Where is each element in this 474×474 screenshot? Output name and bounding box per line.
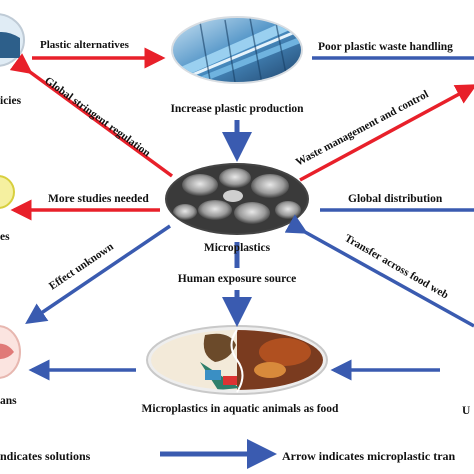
- arrow-transfer-food-web: [284, 214, 474, 328]
- label-global-distribution: Global distribution: [348, 193, 443, 205]
- microplastics-image: [165, 163, 309, 235]
- label-increase-production: Increase plastic production: [170, 103, 304, 115]
- label-poor-waste-handling: Poor plastic waste handling: [318, 41, 453, 53]
- arrow-waste-management: [299, 84, 474, 182]
- label-global-regulation: Global stringent regulation: [42, 75, 152, 160]
- arrow-global-regulation: [9, 53, 174, 178]
- label-human-exposure: Human exposure source: [178, 273, 296, 285]
- label-transfer-food-web: Transfer across food web: [343, 232, 451, 301]
- humans-image: [0, 325, 21, 379]
- label-more-studies: More studies needed: [48, 193, 149, 205]
- studies-image: [0, 175, 15, 209]
- label-plastic-alternatives: Plastic alternatives: [40, 39, 130, 51]
- legend-solutions-text: ndicates solutions: [0, 449, 91, 463]
- policies-image: [0, 13, 25, 67]
- arrow-effect-unknown: [25, 224, 171, 324]
- legend-transfer-text: Arrow indicates microplastic tran: [282, 449, 456, 463]
- label-aquatic-food: Microplastics in aquatic animals as food: [142, 403, 340, 415]
- label-policies-fragment: icies: [0, 95, 22, 107]
- label-humans-fragment: ans: [0, 395, 17, 407]
- seafood-plate-image: [146, 325, 328, 395]
- label-waste-management: Waste management and control: [294, 88, 431, 168]
- factory-image: [171, 16, 303, 84]
- label-right-fragment: U: [462, 405, 471, 417]
- label-studies-fragment: es: [0, 231, 10, 243]
- label-microplastics: Microplastics: [204, 242, 271, 254]
